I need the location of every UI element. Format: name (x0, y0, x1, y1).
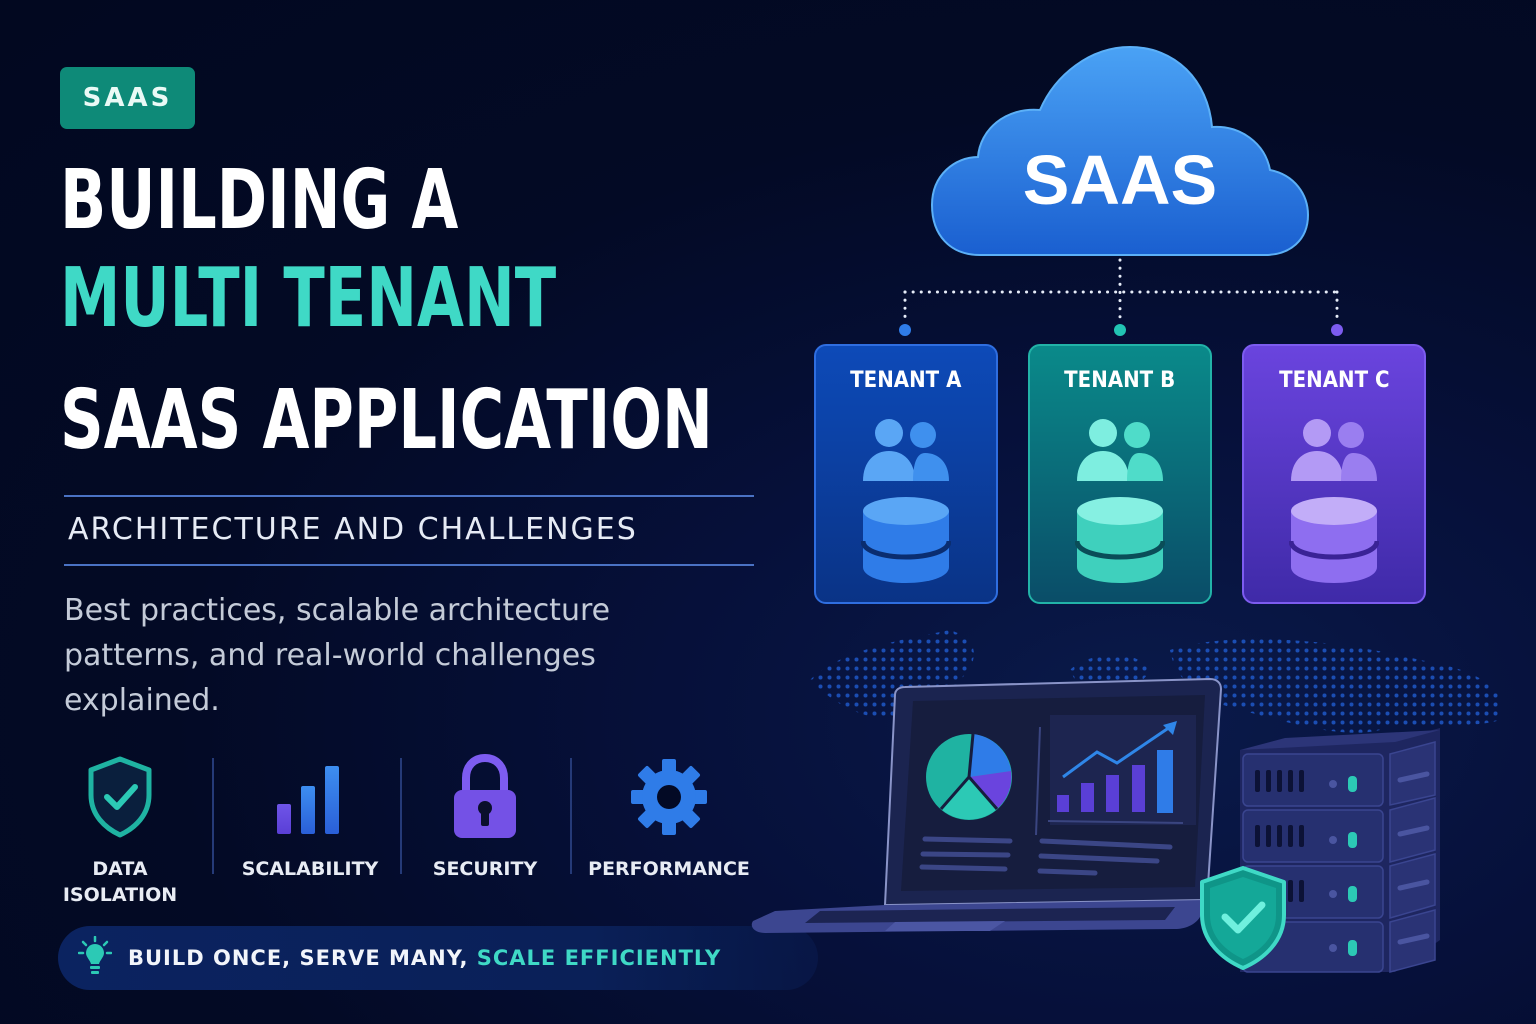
feature-separator (570, 758, 572, 874)
feature-performance: PERFORMANCE (588, 752, 750, 882)
title-line-3: SAAS APPLICATION (60, 373, 713, 468)
security-shield-icon (1200, 866, 1286, 970)
feature-label: SECURITY (432, 858, 538, 880)
tenant-connectors (899, 258, 1343, 336)
feature-separator (212, 758, 214, 874)
padlock-icon (440, 752, 530, 842)
divider-top (64, 495, 754, 497)
title-line-1: BUILDING A (60, 153, 459, 248)
gear-icon (624, 752, 714, 842)
users-icon (1077, 419, 1163, 481)
tenant-card-c: TENANT C (1242, 344, 1426, 604)
tenant-name: TENANT B (1064, 368, 1176, 393)
users-icon (1291, 419, 1377, 481)
tagline-text: BUILD ONCE, SERVE MANY, SCALE EFFICIENTL… (128, 946, 722, 970)
feature-label: PERFORMANCE (588, 858, 750, 880)
database-icon (1075, 497, 1165, 583)
tenant-card-b: TENANT B (1028, 344, 1212, 604)
feature-scalability: SCALABILITY (242, 752, 378, 882)
database-icon (861, 497, 951, 583)
tenant-name: TENANT C (1278, 368, 1390, 393)
feature-label: SCALABILITY (241, 858, 379, 880)
saas-cloud-icon (930, 45, 1310, 256)
shield-check-icon (75, 752, 165, 842)
feature-label: DATA ISOLATION (62, 858, 178, 906)
title-line-2: MULTI TENANT (60, 251, 557, 346)
users-icon (863, 419, 949, 481)
divider-bottom (64, 564, 754, 566)
cloud-label: SAAS (1022, 141, 1218, 219)
tenant-name: TENANT A (850, 368, 962, 393)
subtitle: ARCHITECTURE AND CHALLENGES (68, 512, 638, 547)
laptop-dashboard-illustration (751, 677, 1223, 933)
tenant-card-a: TENANT A (814, 344, 998, 604)
description: Best practices, scalable architecture pa… (64, 593, 611, 718)
feature-data-isolation: DATA ISOLATION (56, 752, 184, 908)
tagline-banner: BUILD ONCE, SERVE MANY, SCALE EFFICIENTL… (58, 926, 818, 990)
lightbulb-icon (77, 935, 113, 981)
database-icon (1289, 497, 1379, 583)
server-rack-illustration (1240, 728, 1440, 973)
feature-security: SECURITY (424, 752, 546, 882)
feature-separator (400, 758, 402, 874)
pie-chart-icon (926, 733, 1012, 820)
bar-chart-icon (265, 752, 355, 842)
category-badge: SAAS (60, 67, 195, 129)
features-row: DATA ISOLATION SCALABILITY (56, 752, 750, 908)
